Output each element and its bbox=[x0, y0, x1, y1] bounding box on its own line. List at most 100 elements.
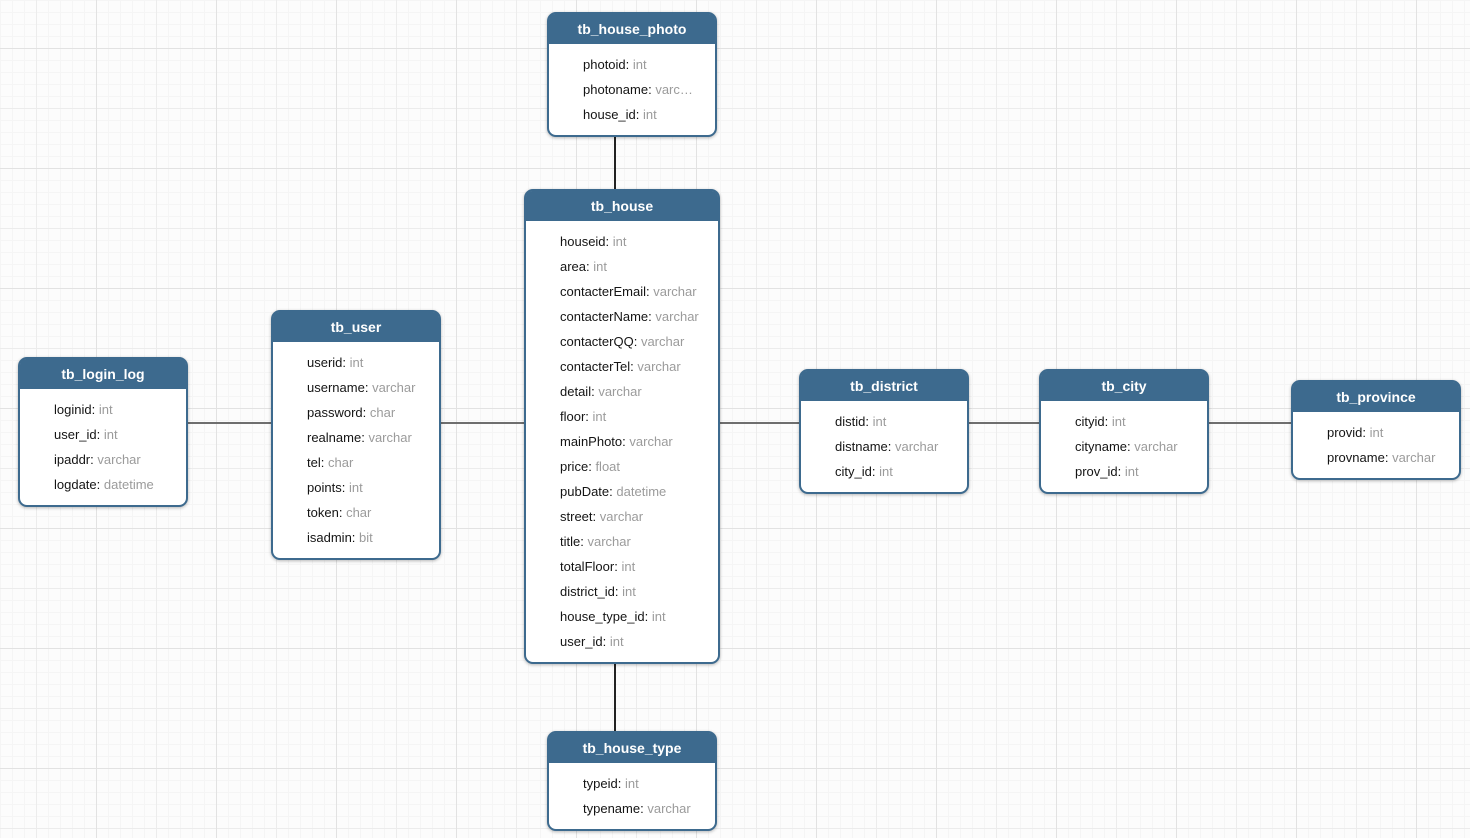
table-title: tb_city bbox=[1041, 371, 1207, 401]
connector-user-to-house bbox=[438, 422, 528, 424]
field-type: datetime bbox=[103, 477, 154, 492]
field-type: int bbox=[621, 559, 636, 574]
field-row: contacterName: varchar bbox=[526, 304, 712, 329]
field-name: distname bbox=[835, 439, 888, 454]
field-row: tel: char bbox=[273, 450, 433, 475]
field-type: int bbox=[612, 234, 627, 249]
field-separator: : bbox=[640, 801, 644, 816]
field-name: house_id bbox=[583, 107, 636, 122]
field-name: loginid bbox=[54, 402, 92, 417]
field-type: int bbox=[609, 634, 624, 649]
field-name: city_id bbox=[835, 464, 872, 479]
field-row: pubDate: datetime bbox=[526, 479, 712, 504]
field-type: int bbox=[1111, 414, 1126, 429]
field-type: datetime bbox=[616, 484, 667, 499]
field-separator: : bbox=[1127, 439, 1131, 454]
field-separator: : bbox=[614, 584, 619, 599]
field-separator: : bbox=[1362, 425, 1367, 440]
field-row: city_id: int bbox=[801, 459, 961, 484]
field-separator: : bbox=[592, 509, 597, 524]
field-separator: : bbox=[614, 559, 618, 574]
field-name: cityid bbox=[1075, 414, 1105, 429]
field-row: user_id: int bbox=[20, 422, 180, 447]
field-separator: : bbox=[96, 477, 101, 492]
field-row: photoid: int bbox=[549, 52, 709, 77]
field-type: int bbox=[643, 107, 657, 122]
field-row: house_id: int bbox=[549, 102, 709, 127]
field-name: house_type_id bbox=[560, 609, 645, 624]
connector-house-to-district bbox=[717, 422, 803, 424]
field-type: int bbox=[348, 480, 363, 495]
field-name: provid bbox=[1327, 425, 1363, 440]
field-separator: : bbox=[648, 82, 652, 97]
field-type: int bbox=[879, 464, 893, 479]
field-row: password: char bbox=[273, 400, 433, 425]
field-row: houseid: int bbox=[526, 229, 712, 254]
field-separator: : bbox=[605, 234, 610, 249]
field-name: photoname bbox=[583, 82, 649, 97]
field-separator: : bbox=[625, 57, 630, 72]
field-row: district_id: int bbox=[526, 579, 712, 604]
field-name: typeid bbox=[583, 776, 618, 791]
field-separator: : bbox=[871, 464, 876, 479]
field-name: user_id bbox=[560, 634, 603, 649]
field-row: prov_id: int bbox=[1041, 459, 1201, 484]
field-type: int bbox=[1369, 425, 1384, 440]
field-type: int bbox=[349, 355, 364, 370]
field-type: int bbox=[98, 402, 113, 417]
field-name: totalFloor bbox=[560, 559, 615, 574]
field-type: varchar bbox=[97, 452, 141, 467]
field-separator: : bbox=[887, 439, 892, 454]
field-type: char bbox=[327, 455, 354, 470]
field-type: varchar bbox=[647, 801, 691, 816]
field-separator: : bbox=[602, 634, 607, 649]
field-row: detail: varchar bbox=[526, 379, 712, 404]
field-name: typename bbox=[583, 801, 641, 816]
field-row: contacterEmail: varchar bbox=[526, 279, 712, 304]
field-type: varchar bbox=[653, 284, 697, 299]
field-separator: : bbox=[91, 402, 96, 417]
field-name: provname bbox=[1327, 450, 1385, 465]
field-separator: : bbox=[609, 484, 613, 499]
field-name: user_id bbox=[54, 427, 97, 442]
field-type: varchar bbox=[598, 384, 642, 399]
field-row: ipaddr: varchar bbox=[20, 447, 180, 472]
field-type: int bbox=[622, 584, 636, 599]
field-name: logdate bbox=[54, 477, 97, 492]
field-separator: : bbox=[648, 309, 652, 324]
field-name: distid bbox=[835, 414, 866, 429]
field-row: area: int bbox=[526, 254, 712, 279]
field-separator: : bbox=[1384, 450, 1389, 465]
field-name: tel bbox=[307, 455, 321, 470]
connector-district-to-city bbox=[966, 422, 1042, 424]
field-name: ipaddr bbox=[54, 452, 91, 467]
field-separator: : bbox=[342, 355, 347, 370]
field-separator: : bbox=[586, 259, 590, 274]
field-row: distid: int bbox=[801, 409, 961, 434]
table-title: tb_district bbox=[801, 371, 967, 401]
field-separator: : bbox=[591, 384, 595, 399]
field-row: contacterTel: varchar bbox=[526, 354, 712, 379]
field-type: varchar bbox=[372, 380, 416, 395]
table-title: tb_province bbox=[1293, 382, 1459, 412]
field-row: cityid: int bbox=[1041, 409, 1201, 434]
field-separator: : bbox=[96, 427, 101, 442]
field-separator: : bbox=[351, 530, 356, 545]
field-name: title bbox=[560, 534, 581, 549]
field-type: int bbox=[872, 414, 887, 429]
field-type: varchar bbox=[599, 509, 644, 524]
field-name: contacterName bbox=[560, 309, 649, 324]
field-separator: : bbox=[341, 480, 346, 495]
